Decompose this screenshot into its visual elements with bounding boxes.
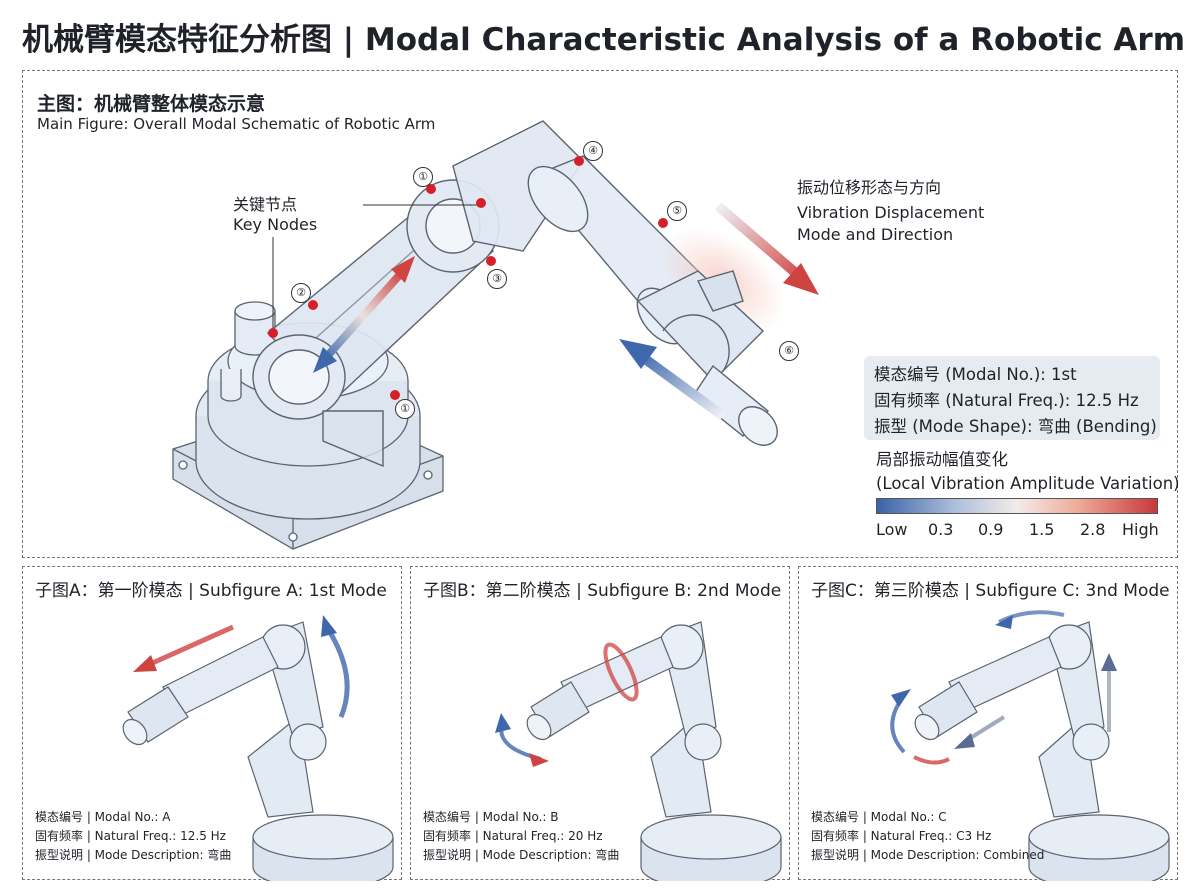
node-label-2: ② <box>291 283 311 303</box>
node-dot-1b <box>476 198 486 208</box>
amplitude-colorbar <box>876 498 1158 514</box>
base-motor <box>220 301 276 402</box>
key-nodes-label-en: Key Nodes <box>233 215 318 234</box>
node-dots <box>268 156 668 400</box>
node-dot-4 <box>574 156 584 166</box>
node-label-1: ① <box>413 167 433 187</box>
main-heading-cn: 主图：机械臂整体模态示意 <box>37 93 266 115</box>
info-natural-freq: 固有频率 (Natural Freq.): 12.5 Hz <box>874 391 1139 410</box>
subfigure-c-panel: 子图C：第三阶模态 | Subfigure C: 3nd Mode 模态编号 |… <box>798 566 1178 881</box>
node-dot-2 <box>308 300 318 310</box>
subfigure-c-drawing <box>890 610 1170 881</box>
colorbar-tick-0-9: 0.9 <box>978 520 1004 539</box>
subfigure-b-title: 子图B：第二阶模态 | Subfigure B: 2nd Mode <box>423 581 782 601</box>
subfigure-b-description: 振型说明 | Mode Description: 弯曲 <box>423 848 620 862</box>
node-dot-2b <box>268 328 278 338</box>
node-label-4: ④ <box>583 141 603 161</box>
colorbar-tick-0-3: 0.3 <box>928 520 954 539</box>
bending-double-arrow <box>320 268 406 364</box>
node-dot-base <box>390 390 400 400</box>
double-arrow-head-down <box>313 347 337 373</box>
subfigure-c-info: 模态编号 | Modal No.: C 固有频率 | Natural Freq.… <box>811 808 1044 865</box>
vibration-arrow-blue <box>634 348 726 421</box>
main-arm-drawing <box>172 120 819 550</box>
page-title: 机械臂模态特征分析图 | Modal Characteristic Analys… <box>22 22 1185 58</box>
legend-title: 局部振动幅值变化 (Local Vibration Amplitude Vari… <box>876 448 1180 496</box>
node-label-5: ⑤ <box>667 201 687 221</box>
subfigure-c-title: 子图C：第三阶模态 | Subfigure C: 3nd Mode <box>811 581 1170 601</box>
colorbar-tick-low: Low <box>876 520 908 539</box>
subfigure-a-drawing <box>122 615 394 881</box>
subfigure-b-drawing <box>495 621 782 881</box>
wrist-assembly <box>636 270 778 446</box>
colorbar-tick-1-5: 1.5 <box>1029 520 1055 539</box>
node-dot-1 <box>426 184 436 194</box>
key-nodes-label-cn: 关键节点 <box>233 195 298 214</box>
subfigure-b-natural-freq: 固有频率 | Natural Freq.: 20 Hz <box>423 829 603 843</box>
subfigure-b-modal-no: 模态编号 | Modal No.: B <box>423 810 559 824</box>
node-label-3: ③ <box>487 269 507 289</box>
subfigure-a-natural-freq: 固有频率 | Natural Freq.: 12.5 Hz <box>35 829 226 843</box>
subfigure-a-description: 振型说明 | Mode Description: 弯曲 <box>35 848 232 862</box>
info-modal-no: 模态编号 (Modal No.): 1st <box>874 365 1077 384</box>
subfigure-a-info: 模态编号 | Modal No.: A 固有频率 | Natural Freq.… <box>35 808 231 865</box>
vibration-label-cn: 振动位移形态与方向 <box>797 178 942 197</box>
node-label-base: ① <box>395 399 415 419</box>
modal-info-box: 模态编号 (Modal No.): 1st 固有频率 (Natural Freq… <box>864 356 1160 440</box>
subfigure-c-description: 振型说明 | Mode Description: Combined <box>811 848 1045 862</box>
subfigure-c-modal-no: 模态编号 | Modal No.: C <box>811 810 947 824</box>
vibration-arrow-red <box>714 202 809 285</box>
subfigure-a-panel: 子图A：第一阶模态 | Subfigure A: 1st Mode 模态编号 |… <box>22 566 402 881</box>
main-heading-en: Main Figure: Overall Modal Schematic of … <box>37 115 436 133</box>
info-mode-shape: 振型 (Mode Shape): 弯曲 (Bending) <box>874 417 1157 436</box>
subfigure-a-modal-no: 模态编号 | Modal No.: A <box>35 810 171 824</box>
node-label-6: ⑥ <box>779 341 799 361</box>
vibration-label-en-1: Vibration Displacement <box>797 203 985 222</box>
main-figure-panel: 主图：机械臂整体模态示意 Main Figure: Overall Modal … <box>22 70 1178 558</box>
legend-title-en: (Local Vibration Amplitude Variation) <box>876 474 1180 493</box>
colorbar-tick-2-8: 2.8 <box>1080 520 1106 539</box>
subfigure-b-info: 模态编号 | Modal No.: B 固有频率 | Natural Freq.… <box>423 808 619 865</box>
subfigure-a-title: 子图A：第一阶模态 | Subfigure A: 1st Mode <box>35 581 387 601</box>
subfigure-b-panel: 子图B：第二阶模态 | Subfigure B: 2nd Mode 模态编号 |… <box>410 566 790 881</box>
subfigure-c-natural-freq: 固有频率 | Natural Freq.: C3 Hz <box>811 829 992 843</box>
vibration-label-en-2: Mode and Direction <box>797 225 954 244</box>
node-dot-3 <box>486 256 496 266</box>
node-dot-5 <box>658 218 668 228</box>
colorbar-tick-high: High <box>1122 520 1159 539</box>
double-arrow-head-up <box>391 256 415 283</box>
legend-title-cn: 局部振动幅值变化 <box>876 450 1008 469</box>
